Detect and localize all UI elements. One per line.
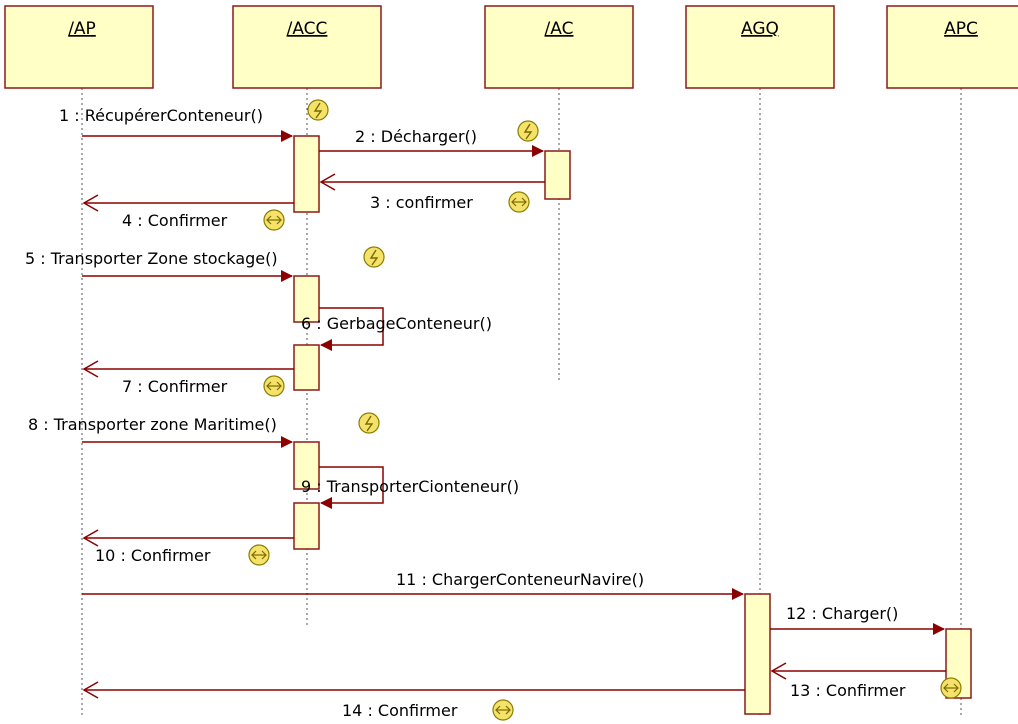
lifeline-ap-name: /AP: [68, 19, 96, 39]
lifeline-apc-name: APC: [944, 19, 978, 39]
message-3-arrow[interactable]: [319, 173, 545, 191]
double-arrow-icon: [508, 191, 530, 213]
double-arrow-icon: [263, 209, 285, 231]
message-11-label: 11 : ChargerConteneurNavire(): [396, 570, 644, 589]
lightning-icon: [358, 412, 380, 434]
activation-bar-acc-2: [293, 275, 320, 323]
double-arrow-icon: [492, 699, 514, 721]
lifeline-acc[interactable]: /ACC: [232, 5, 382, 89]
lifeline-ac[interactable]: /AC: [484, 5, 634, 89]
message-3-label: 3 : confirmer: [370, 193, 473, 212]
message-4-label: 4 : Confirmer: [122, 211, 228, 230]
message-13-arrow[interactable]: [770, 662, 946, 680]
lifeline-ap[interactable]: /AP: [4, 5, 154, 89]
message-9-label: 9 : TransporterCionteneur(): [301, 477, 519, 496]
activation-bar-acc-4: [293, 441, 320, 490]
message-8-label: 8 : Transporter zone Maritime(): [28, 415, 277, 434]
double-arrow-icon: [248, 544, 270, 566]
message-14-arrow[interactable]: [82, 681, 745, 699]
message-2-label: 2 : Décharger(): [355, 127, 477, 146]
message-7-label: 7 : Confirmer: [122, 377, 228, 396]
lifeline-apc[interactable]: APC: [886, 5, 1018, 89]
activation-bar-agq-1: [744, 593, 771, 715]
activation-bar-acc-5: [293, 502, 320, 550]
message-7-arrow[interactable]: [82, 360, 294, 378]
lifeline-ac-name: /AC: [545, 19, 574, 39]
message-6-label: 6 : GerbageConteneur(): [301, 314, 492, 333]
lightning-icon: [307, 99, 329, 121]
message-1-label: 1 : RécupérerConteneur(): [59, 106, 263, 125]
message-5-label: 5 : Transporter Zone stockage(): [25, 249, 278, 268]
lifeline-acc-name: /ACC: [287, 19, 328, 39]
activation-bar-ac-1: [544, 150, 571, 200]
message-4-arrow[interactable]: [82, 194, 294, 212]
activation-bar-acc-1: [293, 135, 320, 213]
lifeline-agq-name: AGQ: [741, 19, 779, 39]
double-arrow-icon: [263, 375, 285, 397]
lightning-icon: [363, 246, 385, 268]
lifeline-agq[interactable]: AGQ: [685, 5, 835, 89]
message-6-arrow[interactable]: [319, 307, 384, 351]
message-12-label: 12 : Charger(): [786, 604, 898, 623]
double-arrow-icon: [940, 677, 962, 699]
message-10-label: 10 : Confirmer: [95, 546, 211, 565]
message-13-label: 13 : Confirmer: [790, 681, 906, 700]
message-9-arrow[interactable]: [319, 466, 384, 509]
lightning-icon: [517, 120, 539, 142]
activation-bar-acc-3: [293, 344, 320, 391]
message-10-arrow[interactable]: [82, 529, 294, 547]
message-14-label: 14 : Confirmer: [342, 701, 458, 720]
